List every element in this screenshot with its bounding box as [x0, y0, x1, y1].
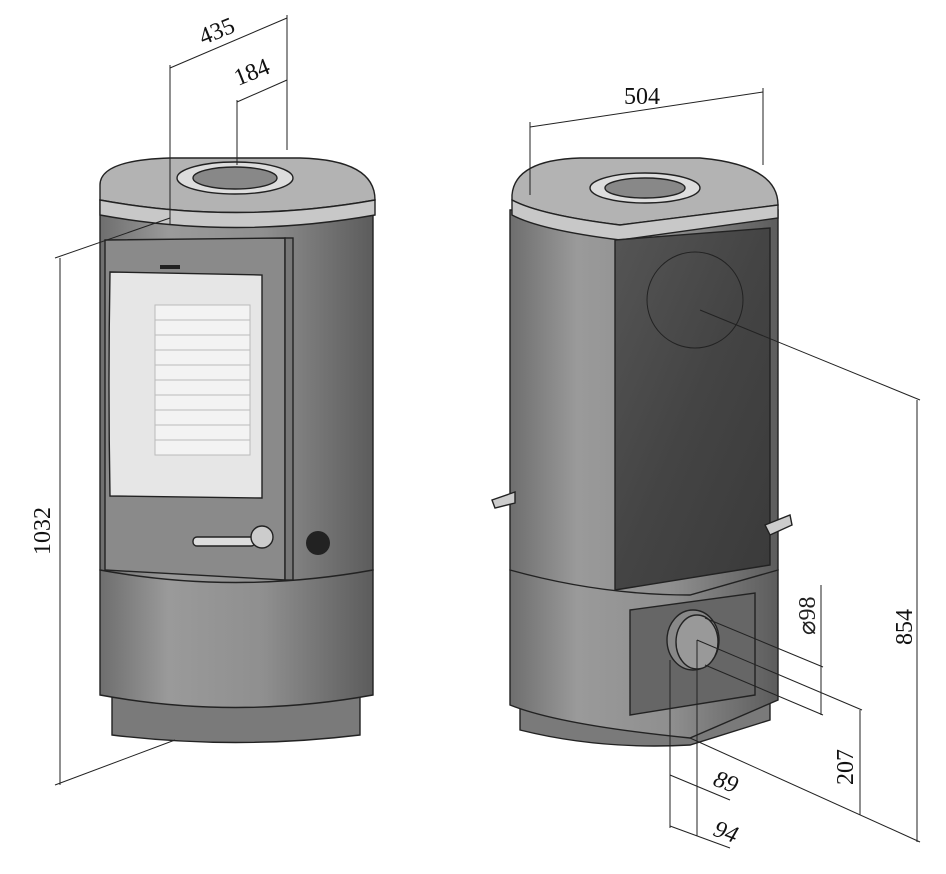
dim-504: 504	[624, 84, 660, 110]
right-handle	[764, 514, 793, 536]
base-plinth	[111, 694, 361, 744]
door-side-panel	[284, 237, 294, 581]
rear-flue-opening	[604, 177, 686, 199]
flue-opening	[192, 166, 278, 190]
dim-184: 184	[231, 54, 274, 92]
dim-diameter-98: ⌀98	[795, 597, 821, 635]
air-control-knob	[250, 525, 274, 549]
logo-mark	[160, 265, 180, 269]
front-view-stove	[99, 157, 376, 744]
rear-view-stove	[491, 157, 793, 747]
door-handle	[192, 536, 256, 547]
lower-body	[99, 569, 374, 709]
dim-435: 435	[196, 13, 239, 51]
dim-1032: 1032	[30, 507, 56, 555]
dim-207: 207	[833, 749, 859, 785]
ornament-emblem	[306, 531, 330, 555]
dim-854: 854	[892, 609, 918, 645]
top-rim	[99, 199, 376, 229]
rear-outlet-knockout	[646, 251, 744, 349]
left-handle	[491, 491, 516, 509]
firebox-bricks	[154, 304, 251, 456]
dimension-lines	[54, 15, 921, 849]
rear-top-rim	[511, 198, 779, 241]
stone-rear-panel	[614, 227, 771, 591]
dim-94: 94	[710, 816, 741, 849]
